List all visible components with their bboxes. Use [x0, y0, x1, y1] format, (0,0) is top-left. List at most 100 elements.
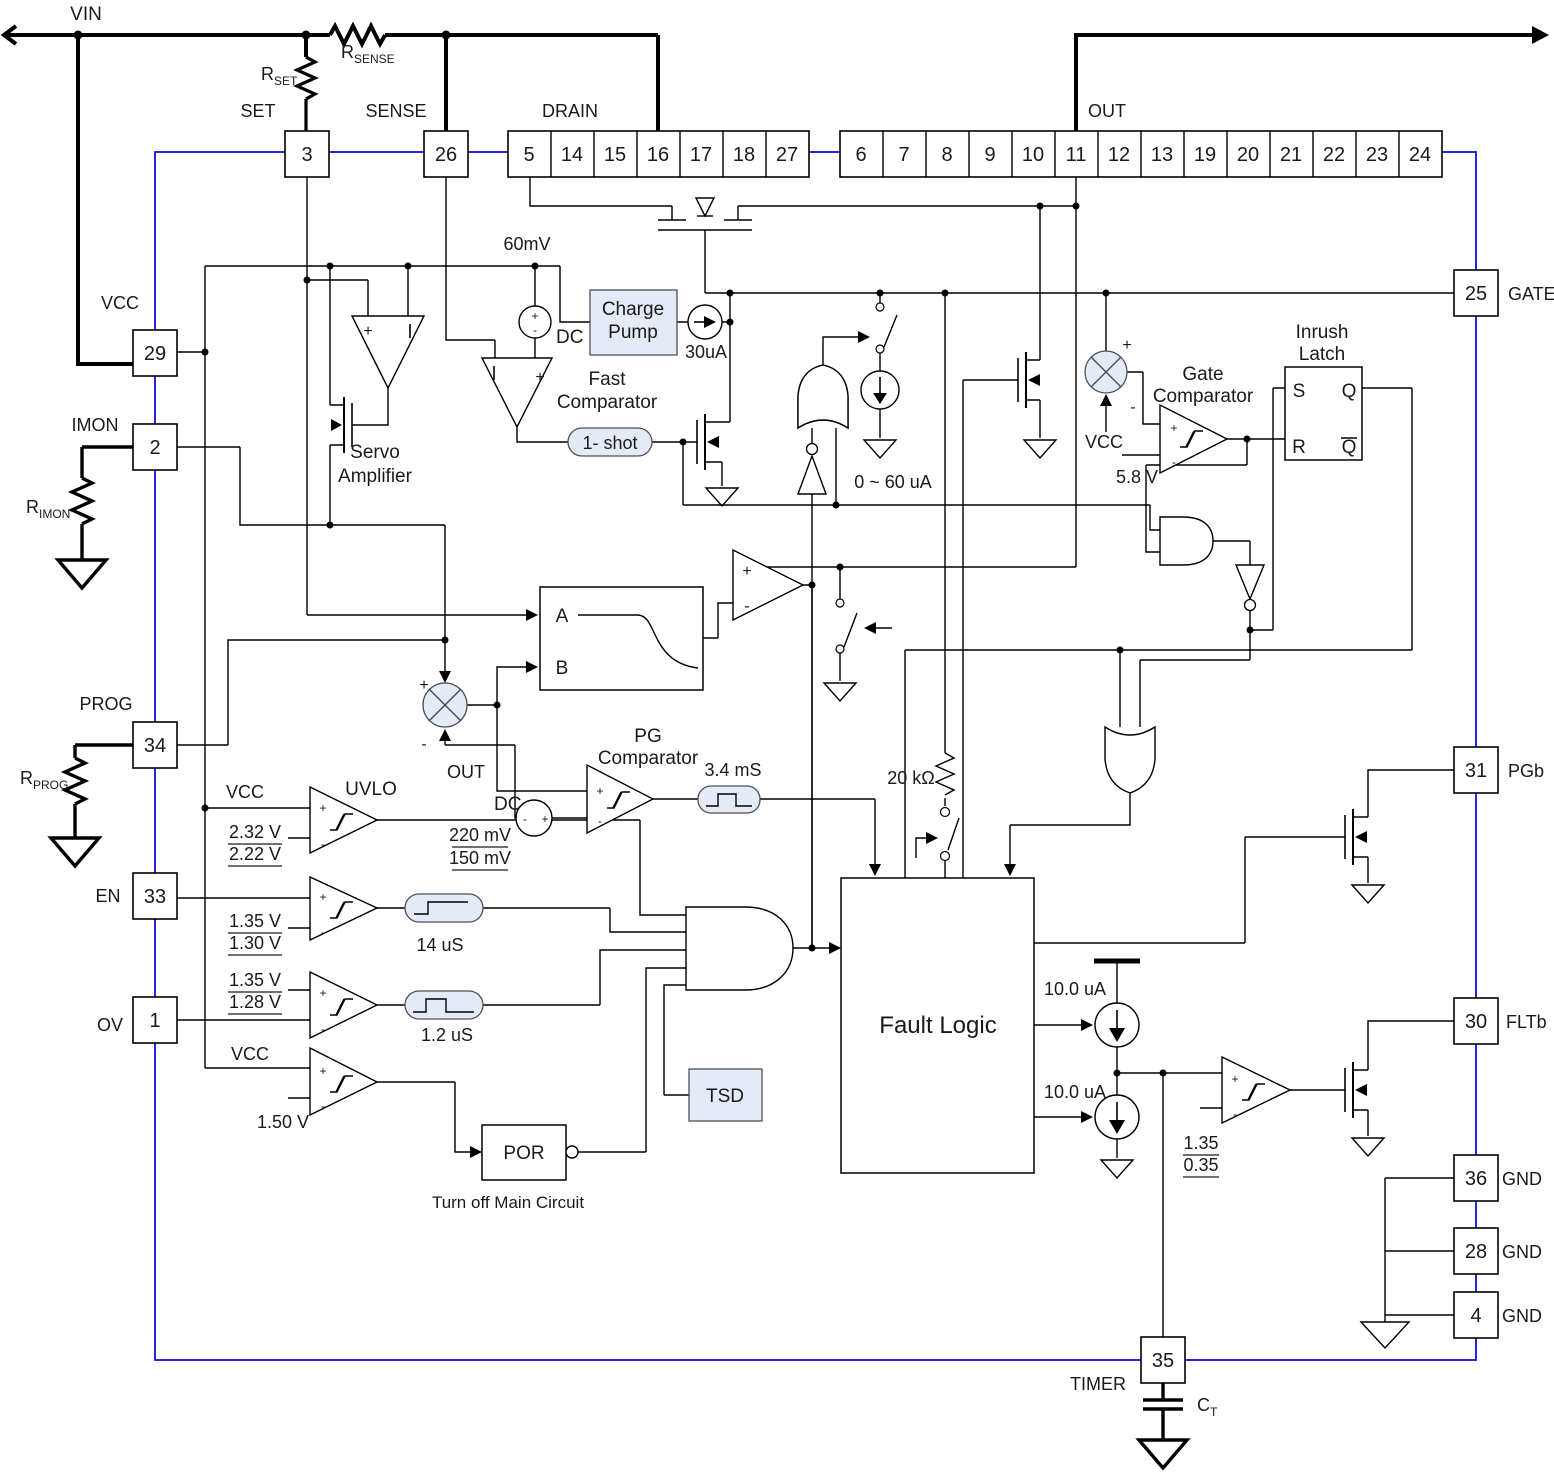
svg-text:+: +: [319, 801, 326, 815]
por-block: [481, 1124, 567, 1181]
gate-pin-label: GATE: [1508, 284, 1554, 304]
us12-label: 1.2 uS: [421, 1025, 473, 1045]
switch-terminal-icon: [939, 850, 951, 862]
dc-label: DC: [556, 327, 583, 348]
set-label: SET: [240, 101, 275, 121]
svg-text:14: 14: [561, 144, 583, 166]
svg-text:+: +: [419, 677, 428, 694]
svg-text:Gate: Gate: [1182, 364, 1223, 385]
svg-text:Amplifier: Amplifier: [338, 466, 413, 487]
pin-gnd-36: [1453, 1154, 1499, 1202]
vin-label: VIN: [70, 4, 102, 25]
arrowheads: [439, 26, 1549, 1158]
svg-text:12: 12: [1108, 144, 1130, 166]
internal-wires: [177, 177, 1454, 1337]
nmos-fltb: [1344, 1062, 1386, 1158]
svg-text:Fast: Fast: [589, 369, 627, 390]
fault-logic-label: Fault Logic: [879, 1012, 996, 1039]
charge-pump-block: [589, 289, 678, 356]
svg-text:-: -: [1130, 399, 1135, 416]
svg-text:27: 27: [776, 144, 798, 166]
svg-text:2.22 V: 2.22 V: [229, 844, 281, 864]
gate-comparator: + -: [1159, 403, 1229, 475]
dc-source-icon: [515, 799, 553, 837]
switch-terminal-icon: [939, 806, 951, 818]
svg-text:-: -: [321, 1022, 325, 1036]
one-shot-label: 1- shot: [582, 433, 637, 453]
ground-icon: [1350, 884, 1386, 905]
inverter-up: [796, 442, 828, 495]
servo-plus: +: [363, 323, 372, 340]
svg-text:A: A: [556, 606, 569, 627]
timer-pin-label: TIMER: [1070, 1374, 1126, 1394]
svg-text:+: +: [319, 890, 326, 904]
svg-text:1.35 V: 1.35 V: [229, 970, 281, 990]
svg-text:11: 11: [1066, 144, 1087, 166]
ground-icon: [1135, 1438, 1191, 1471]
svg-text:+: +: [319, 986, 326, 1000]
svg-text:7: 7: [898, 144, 909, 166]
svg-text:8: 8: [941, 144, 952, 166]
svg-text:+: +: [531, 309, 538, 323]
sense-fet-diode-icon: [694, 197, 716, 218]
mid-comparator: + -: [732, 548, 805, 622]
nmos-pgb: [1344, 809, 1386, 905]
svg-text:1.28 V: 1.28 V: [229, 992, 281, 1012]
svg-text:S: S: [1293, 381, 1306, 402]
hysteresis-icon: [330, 901, 353, 919]
hysteresis-icon: [330, 998, 353, 1016]
svg-text:+: +: [319, 1064, 326, 1078]
external-wires: [0, 21, 1534, 1440]
svg-text:0.35: 0.35: [1183, 1155, 1218, 1175]
svg-text:Charge: Charge: [602, 299, 664, 320]
svg-text:PG: PG: [634, 726, 661, 747]
servo-pmos: [331, 397, 353, 453]
en-comparator: + -: [309, 875, 484, 942]
drain-label: DRAIN: [542, 101, 598, 121]
dc2-label: DC: [494, 794, 521, 815]
hysteresis-icon: [1242, 1083, 1265, 1101]
svg-text:23: 23: [1366, 144, 1388, 166]
delay-3_4ms-pill: [697, 785, 761, 814]
svg-text:6: 6: [855, 144, 866, 166]
ground-icon: [47, 836, 103, 869]
switch-terminal-icon: [835, 598, 845, 608]
imon-pin-label: IMON: [72, 415, 119, 435]
pin-pgb: [1453, 746, 1499, 794]
vcc-uvlo-label: VCC: [226, 782, 264, 802]
pin-vcc: [132, 329, 178, 377]
delay-14us-pill: [404, 893, 484, 923]
svg-text:1.35: 1.35: [1183, 1133, 1218, 1153]
svg-text:16: 16: [647, 144, 669, 166]
hysteresis-icon: [607, 791, 630, 809]
fast-comparator: + + -: [480, 305, 554, 429]
svg-text:34: 34: [144, 735, 166, 757]
svg-text:2.32 V: 2.32 V: [229, 822, 281, 842]
svg-text:-: -: [321, 837, 325, 851]
gnd-pin-label: GND: [1502, 1306, 1542, 1326]
svg-text:25: 25: [1465, 283, 1487, 305]
svg-text:1.35 V: 1.35 V: [229, 911, 281, 931]
svg-text:Pump: Pump: [608, 322, 658, 343]
svg-text:-: -: [421, 736, 426, 753]
svg-text:Comparator: Comparator: [598, 748, 699, 769]
svg-text:+: +: [1122, 337, 1131, 354]
en-pin-label: EN: [95, 886, 120, 906]
svg-text:-: -: [1233, 1107, 1237, 1121]
svg-text:3: 3: [301, 144, 312, 166]
vcc-pin-label: VCC: [101, 293, 139, 313]
svg-text:22: 22: [1323, 144, 1345, 166]
vcc-por-comparator: + -: [309, 1046, 579, 1181]
svg-text:1.30 V: 1.30 V: [229, 933, 281, 953]
svg-text:33: 33: [144, 886, 166, 908]
current-source-30ua-icon: [687, 304, 723, 340]
junction-dots: [73, 30, 1254, 1077]
svg-text:17: 17: [690, 144, 712, 166]
ct-label: C: [1197, 1395, 1210, 1415]
ground-icon: [704, 487, 740, 508]
pin-drain-row: [507, 130, 810, 178]
ground-icon: [1022, 439, 1058, 460]
k20-label: 20 kΩ: [887, 768, 934, 788]
svg-text:IMON: IMON: [39, 507, 70, 521]
